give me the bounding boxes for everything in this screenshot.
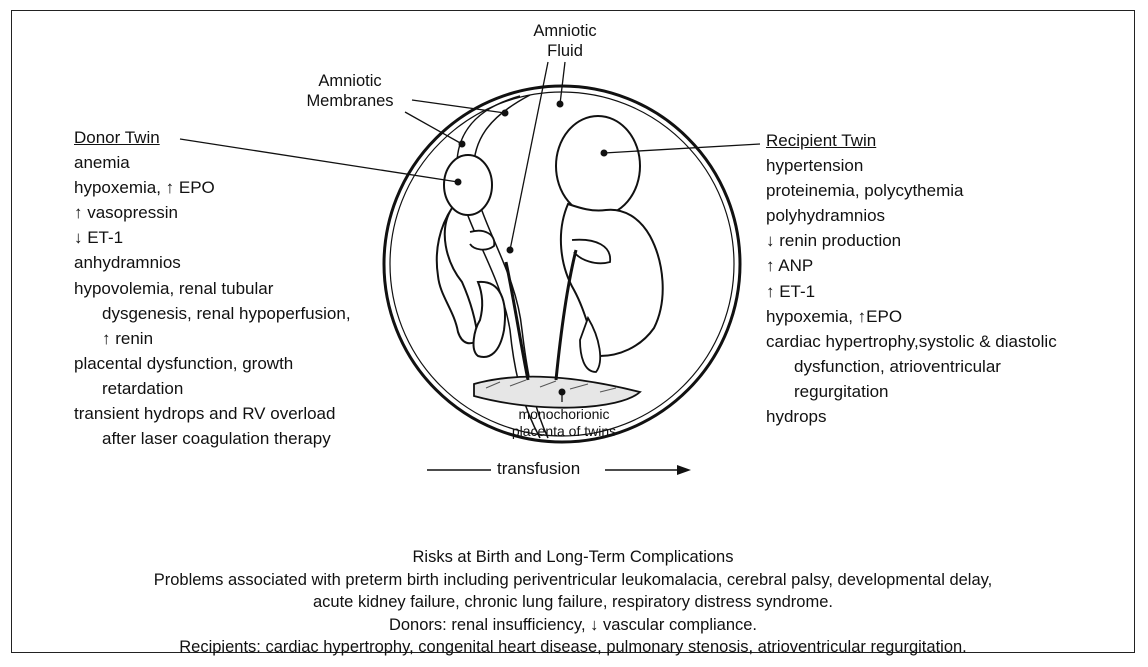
donor-item: ↑ vasopressin (74, 200, 351, 225)
donor-twin-list: Donor Twin anemia hypoxemia, ↑ EPO ↑ vas… (74, 125, 351, 451)
recipient-item: ↑ ET-1 (766, 279, 1057, 304)
recipient-item: hydrops (766, 404, 1057, 429)
donor-item: transient hydrops and RV overload (74, 401, 351, 426)
pointer-donor-dot (455, 179, 462, 186)
pointer-placenta-dot (559, 389, 566, 396)
risks-section: Risks at Birth and Long-Term Complicatio… (11, 546, 1135, 659)
pointer-recipient-dot (601, 150, 608, 157)
amniotic-fluid-label: Amniotic Fluid (510, 21, 620, 61)
donor-item: anhydramnios (74, 250, 351, 275)
recipient-item: regurgitation (766, 379, 1057, 404)
donor-item: hypovolemia, renal tubular (74, 276, 351, 301)
placenta-label: monochorionic placenta of twins (482, 406, 646, 440)
transfusion-arrowhead (677, 465, 691, 475)
risks-line: acute kidney failure, chronic lung failu… (11, 591, 1135, 614)
donor-leg (474, 282, 505, 357)
donor-item: retardation (74, 376, 351, 401)
recipient-twin-list: Recipient Twin hypertension proteinemia,… (766, 128, 1057, 429)
recipient-item: hypoxemia, ↑EPO (766, 304, 1057, 329)
pointer-membrane-2-dot (459, 141, 466, 148)
donor-twin-heading: Donor Twin (74, 125, 351, 150)
donor-item: after laser coagulation therapy (74, 426, 351, 451)
risks-line: Donors: renal insufficiency, ↓ vascular … (11, 614, 1135, 637)
donor-item: placental dysfunction, growth (74, 351, 351, 376)
recipient-item: cardiac hypertrophy,systolic & diastolic (766, 329, 1057, 354)
pointer-fluid-1 (560, 62, 565, 104)
placenta-line-1: monochorionic (482, 406, 646, 423)
recipient-item: ↑ ANP (766, 253, 1057, 278)
amniotic-membranes-label: Amniotic Membranes (290, 71, 410, 111)
transfusion-arrow: transfusion (425, 458, 695, 482)
donor-item: anemia (74, 150, 351, 175)
risks-title: Risks at Birth and Long-Term Complicatio… (11, 546, 1135, 569)
risks-line: Recipients: cardiac hypertrophy, congeni… (11, 636, 1135, 659)
donor-umbilical-cord (506, 262, 528, 380)
donor-item: ↓ ET-1 (74, 225, 351, 250)
recipient-item: hypertension (766, 153, 1057, 178)
recipient-item: ↓ renin production (766, 228, 1057, 253)
donor-head (444, 155, 492, 215)
recipient-item: proteinemia, polycythemia (766, 178, 1057, 203)
recipient-head (556, 116, 640, 216)
risks-line: Problems associated with preterm birth i… (11, 569, 1135, 592)
recipient-item: polyhydramnios (766, 203, 1057, 228)
donor-fetus (437, 155, 505, 357)
pointer-membrane-1-dot (502, 110, 509, 117)
donor-item: hypoxemia, ↑ EPO (74, 175, 351, 200)
pointer-fluid-1-dot (557, 101, 564, 108)
donor-item: dysgenesis, renal hypoperfusion, (74, 301, 351, 326)
amniotic-membranes-line-1: Amniotic (290, 71, 410, 91)
amniotic-fluid-line-2: Fluid (510, 41, 620, 61)
placenta (474, 377, 640, 408)
pointer-fluid-2-dot (507, 247, 514, 254)
placenta-line-2: placenta of twins (482, 423, 646, 440)
donor-item: ↑ renin (74, 326, 351, 351)
recipient-item: dysfunction, atrioventricular (766, 354, 1057, 379)
amniotic-fluid-line-1: Amniotic (510, 21, 620, 41)
recipient-twin-heading: Recipient Twin (766, 128, 1057, 153)
amniotic-membranes-line-2: Membranes (290, 91, 410, 111)
transfusion-label: transfusion (497, 458, 580, 480)
donor-body (437, 208, 478, 343)
recipient-body (561, 204, 663, 356)
recipient-fetus (556, 116, 663, 372)
